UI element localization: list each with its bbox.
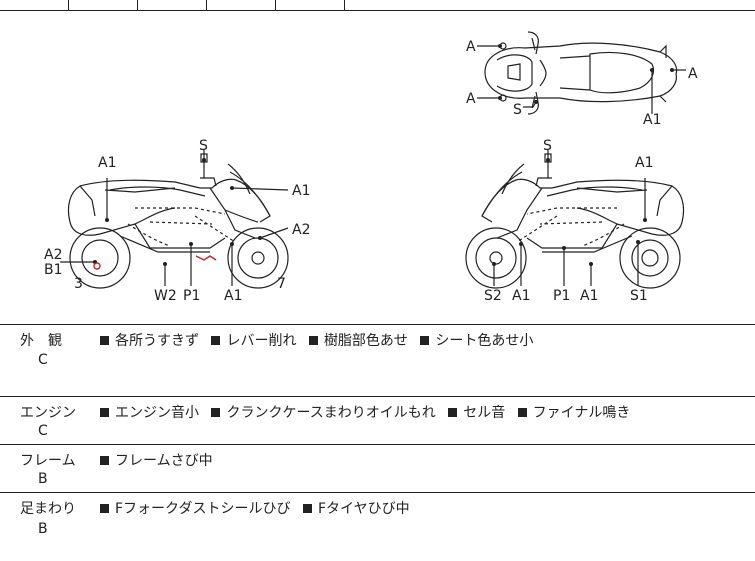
bullet-square-icon bbox=[211, 408, 221, 417]
strip-cell bbox=[275, 0, 344, 10]
damage-markers bbox=[93, 44, 674, 266]
label-left-s: S bbox=[199, 138, 208, 154]
label-left-a1-floor: A1 bbox=[224, 288, 242, 304]
scooter-diagram-svg: A A S A A1 S A1 A1 A2 A2 B1 3 W2 P1 A1 7… bbox=[44, 31, 698, 304]
label-left-a2-rear: A2 bbox=[44, 247, 62, 263]
label-left-w2: W2 bbox=[154, 288, 177, 304]
label-top-a1: A1 bbox=[643, 112, 661, 128]
row-notes: 各所うすきず レバー削れ 樹脂部色あせ シート色あせ小 bbox=[100, 330, 541, 350]
label-top-a-2: A bbox=[466, 91, 476, 107]
label-left-a1-rear: A1 bbox=[98, 155, 116, 171]
row-notes: フレームさび中 bbox=[100, 450, 221, 470]
bullet-square-icon bbox=[100, 336, 109, 345]
label-right-s: S bbox=[543, 138, 552, 154]
note-item: セル音 bbox=[448, 405, 505, 421]
row-grade: C bbox=[38, 423, 48, 439]
bullet-square-icon bbox=[420, 336, 430, 345]
strip-cell bbox=[206, 0, 275, 10]
label-top-s: S bbox=[513, 102, 522, 118]
label-top-a-3: A bbox=[688, 66, 698, 82]
top-table-strip bbox=[0, 0, 755, 11]
note-item: 各所うすきず bbox=[100, 333, 199, 349]
note-item: エンジン音小 bbox=[100, 405, 199, 421]
bullet-square-icon bbox=[517, 408, 527, 417]
note-item: Fタイヤひび中 bbox=[302, 501, 410, 517]
bullet-square-icon bbox=[448, 408, 458, 417]
strip-cell bbox=[68, 0, 137, 10]
row-grade: C bbox=[38, 352, 48, 368]
note-item: クランクケースまわりオイルもれ bbox=[211, 405, 436, 421]
label-right-s1: S1 bbox=[630, 288, 648, 304]
label-left-3: 3 bbox=[74, 276, 83, 292]
row-grade: B bbox=[38, 471, 48, 487]
inspection-row-exterior: 外 観 C 各所うすきず レバー削れ 樹脂部色あせ シート色あせ小 bbox=[0, 325, 755, 397]
label-right-a1-front: A1 bbox=[512, 288, 530, 304]
bullet-square-icon bbox=[100, 504, 109, 513]
bullet-square-icon bbox=[100, 408, 109, 417]
label-left-b1: B1 bbox=[44, 262, 63, 278]
row-category: フレーム bbox=[20, 453, 76, 469]
inspection-row-engine: エンジン C エンジン音小 クランクケースまわりオイルもれ セル音 ファイナル鳴… bbox=[0, 397, 755, 445]
bullet-square-icon bbox=[308, 336, 318, 345]
strip-cell bbox=[137, 0, 206, 10]
note-item: 樹脂部色あせ bbox=[308, 333, 408, 349]
note-item: フレームさび中 bbox=[100, 453, 213, 469]
label-right-a1-rear: A1 bbox=[635, 155, 653, 171]
bullet-square-icon bbox=[211, 336, 221, 345]
strip-cell bbox=[344, 0, 755, 10]
inspection-row-suspension: 足まわり B Fフォークダストシールひび Fタイヤひび中 bbox=[0, 493, 755, 561]
row-category: 外 観 bbox=[20, 333, 62, 349]
damage-diagram: A A S A A1 S A1 A1 A2 A2 B1 3 W2 P1 A1 7… bbox=[0, 10, 755, 325]
label-right-a1-floor: A1 bbox=[580, 288, 598, 304]
note-item: Fフォークダストシールひび bbox=[100, 501, 291, 517]
label-left-a2-front: A2 bbox=[292, 222, 310, 238]
row-grade: B bbox=[38, 521, 48, 537]
label-right-s2: S2 bbox=[484, 288, 502, 304]
label-left-7: 7 bbox=[277, 276, 286, 292]
note-item: レバー削れ bbox=[211, 333, 296, 349]
bullet-square-icon bbox=[100, 456, 109, 465]
label-top-a-1: A bbox=[466, 39, 476, 55]
row-notes: エンジン音小 クランクケースまわりオイルもれ セル音 ファイナル鳴き bbox=[100, 402, 638, 422]
note-item: シート色あせ小 bbox=[420, 333, 533, 349]
scooter-top-view bbox=[477, 31, 686, 115]
label-left-p1: P1 bbox=[183, 288, 200, 304]
label-left-a1-front: A1 bbox=[292, 183, 310, 199]
row-category: エンジン bbox=[20, 405, 76, 421]
label-right-p1: P1 bbox=[553, 288, 570, 304]
row-category: 足まわり bbox=[20, 501, 76, 517]
inspection-row-frame: フレーム B フレームさび中 bbox=[0, 445, 755, 493]
note-item: ファイナル鳴き bbox=[517, 405, 630, 421]
bullet-square-icon bbox=[302, 504, 312, 513]
scooter-left-view bbox=[60, 150, 289, 289]
red-damage-marker bbox=[93, 255, 217, 270]
scooter-right-view bbox=[465, 150, 685, 289]
row-notes: Fフォークダストシールひび Fタイヤひび中 bbox=[100, 498, 418, 518]
